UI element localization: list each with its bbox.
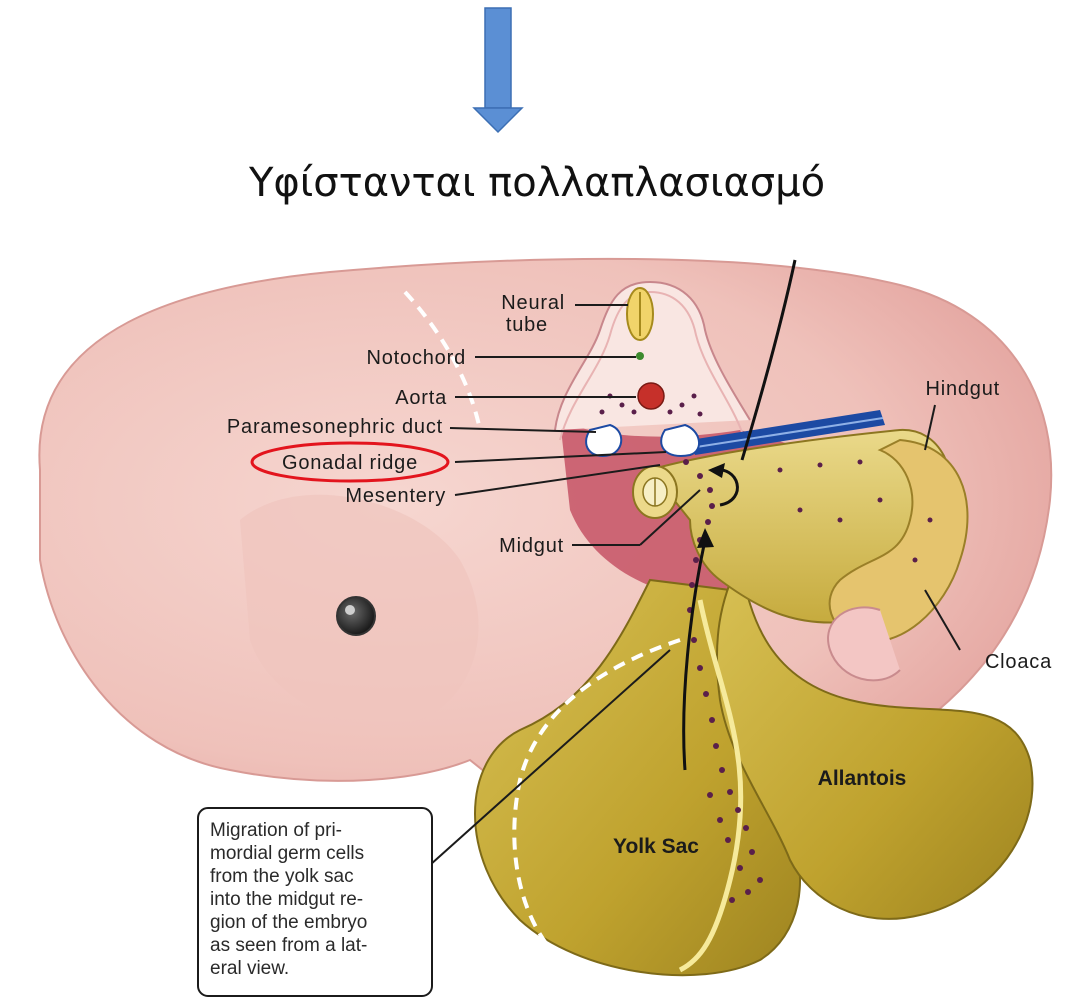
label-gonadal-ridge: Gonadal ridge: [282, 452, 418, 474]
caption-line: as seen from a lat-: [210, 935, 367, 956]
notochord-shape: [636, 352, 644, 360]
caption-line: gion of the embryo: [210, 912, 367, 933]
label-allantois: Allantois: [818, 767, 907, 790]
caption-line: Migration of pri-: [210, 820, 342, 841]
label-mesentery: Mesentery: [345, 485, 446, 507]
label-notochord: Notochord: [367, 347, 466, 369]
caption-text: Migration of pri- mordial germ cells fro…: [210, 820, 367, 979]
label-hindgut: Hindgut: [925, 378, 1000, 400]
label-neural-line1: Neural: [501, 292, 565, 314]
eye-shape: [337, 597, 375, 635]
caption-line: eral view.: [210, 958, 289, 979]
label-yolk-sac: Yolk Sac: [613, 835, 699, 858]
caption-line: into the midgut re-: [210, 889, 363, 910]
label-cloaca: Cloaca: [985, 651, 1052, 673]
aorta-shape: [638, 383, 664, 409]
caption-line: from the yolk sac: [210, 866, 354, 887]
label-aorta: Aorta: [395, 387, 447, 409]
caption-line: mordial germ cells: [210, 843, 364, 864]
label-paramesonephric-duct: Paramesonephric duct: [227, 416, 443, 438]
label-neural-line2: tube: [506, 314, 548, 336]
label-midgut: Midgut: [499, 535, 564, 557]
